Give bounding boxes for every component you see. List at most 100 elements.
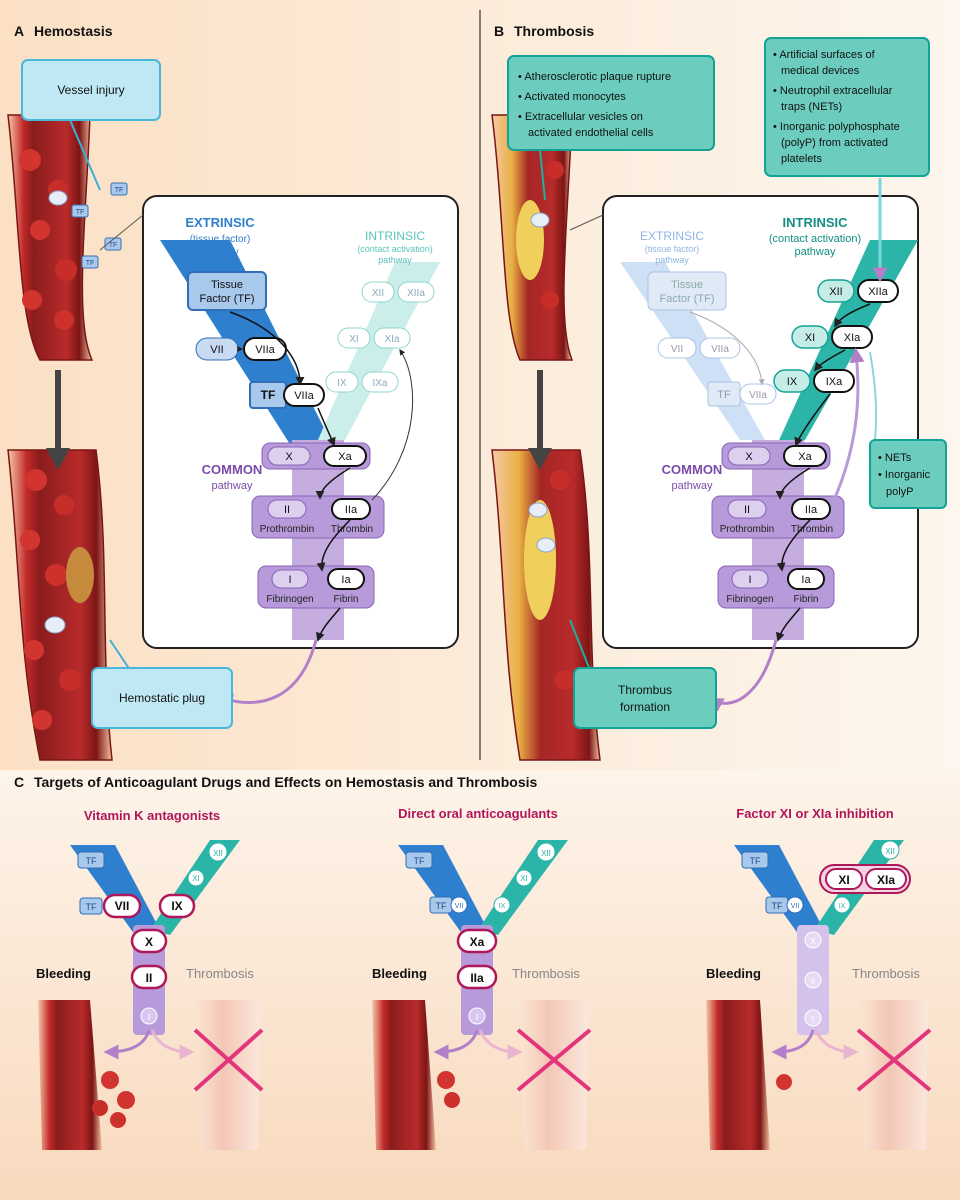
- vka-diagram: TF TF VII IX XII XI X II I Bleeding Thro…: [36, 840, 264, 1150]
- svg-text:Bleeding: Bleeding: [706, 966, 761, 981]
- svg-text:pathway: pathway: [655, 255, 689, 265]
- svg-text:TF: TF: [414, 856, 425, 866]
- panel-b: B Thrombosis • Atherosclerotic plaque ru…: [491, 23, 947, 761]
- svg-text:IX: IX: [171, 899, 182, 913]
- panel-a-label: A: [14, 23, 24, 39]
- svg-text:pathway: pathway: [795, 246, 836, 258]
- svg-text:Factor (TF): Factor (TF): [660, 293, 715, 305]
- svg-text:activated endothelial cells: activated endothelial cells: [528, 127, 654, 139]
- svg-text:XII: XII: [372, 288, 384, 299]
- svg-text:(tissue factor): (tissue factor): [190, 234, 251, 245]
- svg-text:XII: XII: [213, 849, 223, 858]
- panel-a-title: Hemostasis: [34, 23, 113, 39]
- svg-text:• Atherosclerotic plaque ruptu: • Atherosclerotic plaque rupture: [518, 71, 671, 83]
- svg-text:X: X: [745, 451, 753, 463]
- svg-text:II: II: [146, 971, 153, 985]
- svg-text:Xa: Xa: [338, 451, 352, 463]
- thrombus-callout: [573, 667, 717, 729]
- svg-text:XIa: XIa: [844, 332, 861, 344]
- svg-text:XI: XI: [805, 332, 815, 344]
- svg-text:XII: XII: [829, 286, 842, 298]
- panel-c: C Targets of Anticoagulant Drugs and Eff…: [14, 774, 932, 1150]
- svg-text:Factor (TF): Factor (TF): [200, 293, 255, 305]
- svg-text:TF: TF: [86, 856, 97, 866]
- svg-text:Fibrinogen: Fibrinogen: [266, 594, 313, 605]
- svg-text:TF: TF: [436, 901, 447, 911]
- svg-text:VII: VII: [115, 899, 130, 913]
- svg-text:Thrombosis: Thrombosis: [852, 966, 920, 981]
- fxi-diagram: TF TF VII IX XII XI XIa X II I Bleeding …: [706, 840, 932, 1150]
- svg-text:(tissue factor): (tissue factor): [645, 244, 700, 254]
- extrinsic-title: EXTRINSIC: [185, 215, 255, 230]
- intrinsic-title: INTRINSIC: [365, 229, 425, 243]
- svg-text:VII: VII: [791, 903, 800, 910]
- svg-text:TF: TF: [109, 242, 118, 249]
- svg-text:IX: IX: [787, 376, 798, 388]
- svg-text:COMMON: COMMON: [662, 462, 723, 477]
- vessel-illustration: [7, 114, 113, 761]
- svg-text:Prothrombin: Prothrombin: [720, 524, 774, 535]
- svg-text:I: I: [288, 574, 291, 586]
- svg-text:• Inorganic polyphosphate: • Inorganic polyphosphate: [773, 121, 900, 133]
- svg-text:(contact activation): (contact activation): [357, 244, 433, 254]
- svg-text:VII: VII: [210, 344, 223, 356]
- nets-callout: [869, 439, 947, 509]
- svg-text:formation: formation: [620, 700, 670, 714]
- svg-text:TF: TF: [86, 902, 97, 912]
- svg-text:XIIa: XIIa: [407, 288, 425, 299]
- svg-text:TF: TF: [261, 388, 276, 402]
- svg-text:XI: XI: [192, 874, 200, 883]
- svg-text:XII: XII: [541, 849, 551, 858]
- drug-doac-title: Direct oral anticoagulants: [398, 806, 558, 821]
- common-title: COMMON: [202, 462, 263, 477]
- svg-text:VII: VII: [671, 344, 683, 355]
- svg-text:Fibrinogen: Fibrinogen: [726, 594, 773, 605]
- svg-text:• Inorganic: • Inorganic: [878, 469, 931, 481]
- svg-text:IXa: IXa: [372, 378, 387, 389]
- svg-text:II: II: [811, 977, 815, 986]
- svg-text:TF: TF: [115, 187, 124, 194]
- svg-text:II: II: [744, 504, 750, 516]
- svg-text:I: I: [476, 1012, 479, 1022]
- svg-text:TF: TF: [86, 260, 95, 267]
- svg-text:Thrombin: Thrombin: [331, 524, 373, 535]
- svg-text:IX: IX: [499, 903, 506, 910]
- vessel-b-illustration: [491, 114, 601, 761]
- svg-text:pathway: pathway: [378, 255, 412, 265]
- svg-text:I: I: [812, 1015, 814, 1024]
- tf-tags: TF TF TF TF: [71, 182, 128, 269]
- panel-a: A Hemostasis TF TF TF: [7, 23, 459, 761]
- svg-text:(polyP) from activated: (polyP) from activated: [781, 137, 888, 149]
- hemostatic-plug-label: Hemostatic plug: [119, 691, 205, 705]
- svg-text:• Extracellular vesicles on: • Extracellular vesicles on: [518, 111, 643, 123]
- svg-text:• Neutrophil extracellular: • Neutrophil extracellular: [773, 85, 893, 97]
- svg-text:VIIa: VIIa: [294, 390, 314, 402]
- svg-text:Xa: Xa: [470, 935, 485, 949]
- hemostatic-plug-callout: [91, 667, 233, 729]
- svg-text:Thrombosis: Thrombosis: [186, 966, 254, 981]
- svg-text:• NETs: • NETs: [878, 452, 912, 464]
- svg-text:Tissue: Tissue: [671, 279, 703, 291]
- svg-text:XII: XII: [885, 847, 895, 856]
- svg-text:IX: IX: [337, 378, 347, 389]
- panel-c-title: Targets of Anticoagulant Drugs and Effec…: [34, 774, 538, 790]
- svg-text:TF: TF: [772, 901, 783, 911]
- vessel-injury-label: Vessel injury: [57, 83, 124, 97]
- svg-text:• Activated monocytes: • Activated monocytes: [518, 91, 626, 103]
- svg-text:TF: TF: [76, 209, 85, 216]
- svg-text:(contact activation): (contact activation): [769, 233, 861, 245]
- svg-text:Fibrin: Fibrin: [793, 594, 818, 605]
- svg-text:IXa: IXa: [826, 376, 843, 388]
- svg-text:Ia: Ia: [341, 574, 351, 586]
- svg-text:Thrombus: Thrombus: [618, 683, 672, 697]
- panel-c-label: C: [14, 774, 24, 790]
- svg-text:II: II: [284, 504, 290, 516]
- drug-vka-title: Vitamin K antagonists: [84, 808, 220, 823]
- intrinsic-triggers-callout: [764, 37, 930, 177]
- svg-text:pathway: pathway: [672, 480, 713, 492]
- svg-text:Prothrombin: Prothrombin: [260, 524, 314, 535]
- svg-text:Thrombin: Thrombin: [791, 524, 833, 535]
- drug-fxi-title: Factor XI or XIa inhibition: [736, 806, 894, 821]
- svg-text:pathway: pathway: [201, 247, 238, 258]
